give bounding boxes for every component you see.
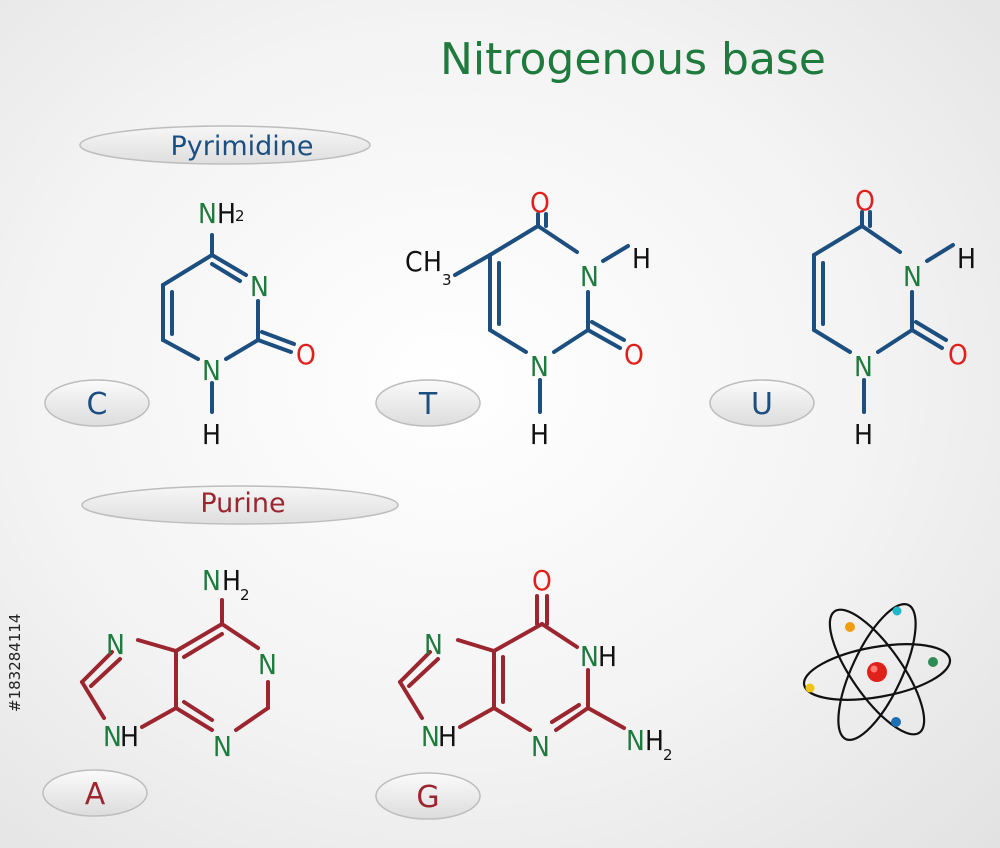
- adenine-n9: N: [103, 720, 122, 753]
- adenine-n7: N: [106, 628, 125, 661]
- guanine-letter: G: [416, 780, 439, 815]
- adenine-atoms: N H 2 N N N N H: [103, 564, 277, 763]
- guanine-n1: N: [580, 640, 599, 673]
- guanine-badge: G: [375, 772, 481, 820]
- thymine-o2: O: [624, 338, 644, 371]
- uracil-n3: N: [903, 260, 922, 293]
- uracil-atoms: O N H N O H: [854, 184, 976, 451]
- thymine-ch3-h: H: [423, 245, 442, 278]
- guanine-n3: N: [531, 730, 550, 763]
- uracil-letter: U: [751, 387, 773, 422]
- cytosine-n1: N: [202, 354, 221, 387]
- adenine-nh2-n: N: [202, 564, 221, 597]
- guanine-o6: O: [532, 564, 552, 597]
- uracil-n3-h: H: [957, 242, 976, 275]
- thymine-badge: T: [375, 379, 481, 427]
- uracil-n1-h: H: [854, 418, 873, 451]
- guanine-atoms: O N H N N H 2 N N H: [421, 564, 673, 764]
- guanine-n1-h: H: [598, 640, 617, 673]
- uracil-n1: N: [854, 350, 873, 383]
- guanine-n9: N: [421, 720, 440, 753]
- adenine-letter: A: [85, 777, 106, 812]
- adenine-n9-h: H: [120, 720, 139, 753]
- cytosine-atoms: N H 2 N N O H: [198, 197, 316, 451]
- cytosine-nh2-n: N: [198, 197, 217, 230]
- guanine-nh2-sub: 2: [663, 746, 673, 764]
- guanine-n7: N: [424, 628, 443, 661]
- thymine-o4: O: [530, 186, 550, 219]
- guanine-structure: [398, 594, 626, 732]
- purine-label: Purine: [81, 485, 399, 525]
- uracil-o2: O: [948, 338, 968, 371]
- cytosine-nh2-sub: 2: [235, 207, 245, 225]
- thymine-letter: T: [418, 387, 438, 422]
- thymine-ch3-sub: 3: [442, 271, 452, 289]
- page-title: Nitrogenous base: [440, 34, 826, 85]
- thymine-structure: [453, 212, 630, 414]
- adenine-nh2-sub: 2: [240, 586, 250, 604]
- purine-label-text: Purine: [200, 488, 285, 519]
- guanine-nh2-n: N: [626, 724, 645, 757]
- thymine-ch3-c: C: [405, 245, 423, 278]
- adenine-badge: A: [42, 769, 148, 817]
- pyrimidine-label: Pyrimidine: [79, 125, 371, 165]
- uracil-structure: [812, 210, 955, 414]
- uracil-o4: O: [855, 184, 875, 217]
- cytosine-letter: C: [87, 387, 108, 422]
- cytosine-h: H: [202, 418, 221, 451]
- thymine-atoms: C H 3 O N H N O H: [405, 186, 651, 451]
- cytosine-n3: N: [250, 270, 269, 303]
- thymine-n1-h: H: [530, 418, 549, 451]
- stock-id: #183284114: [6, 614, 24, 712]
- pyrimidine-label-text: Pyrimidine: [170, 131, 313, 162]
- cytosine-o: O: [296, 338, 316, 371]
- guanine-n9-h: H: [438, 720, 457, 753]
- adenine-n3: N: [213, 730, 232, 763]
- atom-icon: [802, 603, 952, 741]
- cytosine-structure: [161, 233, 296, 414]
- cytosine-nh2-h: H: [217, 197, 236, 230]
- thymine-n3-h: H: [632, 242, 651, 275]
- thymine-n1: N: [530, 350, 549, 383]
- thymine-n3: N: [580, 260, 599, 293]
- cytosine-badge: C: [44, 379, 150, 427]
- adenine-structure: [80, 598, 270, 732]
- uracil-badge: U: [709, 379, 815, 427]
- adenine-n1: N: [258, 648, 277, 681]
- guanine-nh2-h: H: [645, 724, 664, 757]
- adenine-nh2-h: H: [222, 564, 241, 597]
